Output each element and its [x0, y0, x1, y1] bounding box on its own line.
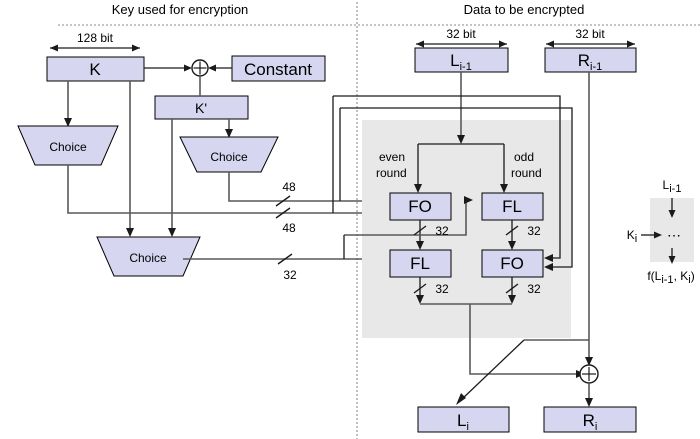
kprime-box	[154, 95, 249, 120]
choice-bottom	[96, 236, 201, 277]
header-data-side: Data to be encrypted	[464, 2, 585, 17]
output-box-l-label: Li	[457, 411, 469, 433]
legend-wire-out	[668, 248, 676, 264]
xor-gate-key	[191, 59, 209, 77]
header-key-side: Key used for encryption	[112, 2, 249, 17]
wire-fo-top-to-fl-bottom	[416, 220, 424, 250]
bus-label-32-fo-bottom: 32	[527, 282, 541, 296]
input-box-r-label: Ri-1	[578, 51, 603, 73]
block-fo-top-label: FO	[408, 197, 432, 216]
wire-feedback-upper	[333, 95, 561, 262]
dimension-32bit-left-label: 32 bit	[446, 27, 476, 41]
legend-panel: Li-1 Ki ⋯ f(Li-1, Ki)	[627, 178, 695, 286]
wire-fl-top-to-fo-bottom	[508, 220, 516, 250]
bus-label-48-upper: 48	[282, 180, 296, 194]
dimension-32bit-right: 32 bit	[546, 27, 635, 48]
bus-label-32-fl-top: 32	[527, 224, 541, 238]
choice-left	[17, 125, 119, 166]
label-even-round-line2: round	[376, 166, 407, 180]
bus-marker-32-key: 32	[277, 253, 297, 282]
wire-round-output	[469, 304, 578, 375]
wire-choice-bottom-to-fl	[183, 255, 391, 263]
wire-fl-bottom-to-merge	[416, 277, 424, 304]
block-fl-bottom-label: FL	[410, 254, 430, 273]
kprime-box-label: K'	[195, 100, 207, 116]
label-odd-round-line2: round	[511, 166, 542, 180]
bus-marker-48-lower: 48	[275, 207, 296, 235]
choice-bottom-label: Choice	[129, 251, 167, 265]
wire-k-to-xor	[144, 64, 192, 72]
wire-feedback-lower	[340, 107, 573, 271]
dimension-128bit-label: 128 bit	[77, 31, 114, 45]
input-box-r	[544, 47, 637, 73]
wire-xor-to-output-r	[585, 383, 593, 407]
wire-r-input-to-xor	[585, 72, 593, 366]
block-fl-top	[481, 192, 544, 221]
legend-input-label: Li-1	[663, 178, 682, 195]
wire-fo-bottom-to-merge	[508, 277, 516, 304]
wire-constant-to-xor	[208, 64, 232, 72]
block-fl-bottom	[389, 249, 452, 278]
wire-split-to-fl	[500, 144, 508, 193]
legend-output-label: f(Li-1, Ki)	[647, 269, 694, 286]
legend-wire-in	[668, 198, 676, 218]
legend-wire-key	[641, 231, 662, 239]
output-box-l	[417, 406, 510, 433]
bus-marker-32-fl-top: 32	[505, 224, 541, 238]
wire-k-to-choice-left	[64, 81, 72, 127]
bus-label-32-fl-bottom: 32	[435, 282, 449, 296]
block-fl-top-label: FL	[502, 197, 522, 216]
constant-box-label: Constant	[244, 60, 312, 79]
dimension-32bit-right-label: 32 bit	[575, 27, 605, 41]
block-fo-bottom	[481, 249, 544, 278]
wire-k-to-choice-bottom	[126, 81, 134, 237]
label-even-round-line1: even	[379, 150, 405, 164]
block-fo-top	[389, 192, 452, 221]
wire-split-to-fo	[414, 144, 422, 193]
input-box-l	[414, 47, 509, 73]
legend-ellipsis: ⋯	[667, 227, 681, 243]
key-box-k-label: K	[89, 60, 101, 79]
constant-box	[231, 55, 326, 82]
choice-mid	[179, 136, 279, 173]
input-box-l-label: Li-1	[450, 51, 472, 73]
wire-l-input-split	[457, 72, 465, 144]
wire-kprime-to-choice-mid	[225, 119, 233, 138]
block-fo-bottom-label: FO	[500, 254, 524, 273]
key-box-k	[46, 56, 145, 82]
bus-label-32-fo-top: 32	[435, 224, 449, 238]
wire-cross-to-output-l	[456, 339, 525, 405]
bus-marker-48-upper: 48	[275, 180, 296, 207]
dimension-32bit-left: 32 bit	[416, 27, 507, 48]
bus-label-32-key: 32	[283, 268, 297, 282]
dimension-128bit: 128 bit	[50, 31, 140, 52]
bus-marker-32-fo-top: 32	[413, 224, 449, 238]
wire-cross-to-fl-top	[344, 196, 473, 236]
choice-left-label: Choice	[49, 140, 87, 154]
choice-mid-label: Choice	[210, 150, 248, 164]
bus-label-48-lower: 48	[282, 221, 296, 235]
wire-kprime-to-choice-bottom	[168, 119, 176, 237]
xor-gate-data	[579, 364, 599, 384]
output-box-r-label: Ri	[583, 411, 598, 433]
legend-key-label: Ki	[627, 228, 637, 245]
label-odd-round-line1: odd	[514, 150, 534, 164]
output-box-r	[543, 406, 637, 433]
